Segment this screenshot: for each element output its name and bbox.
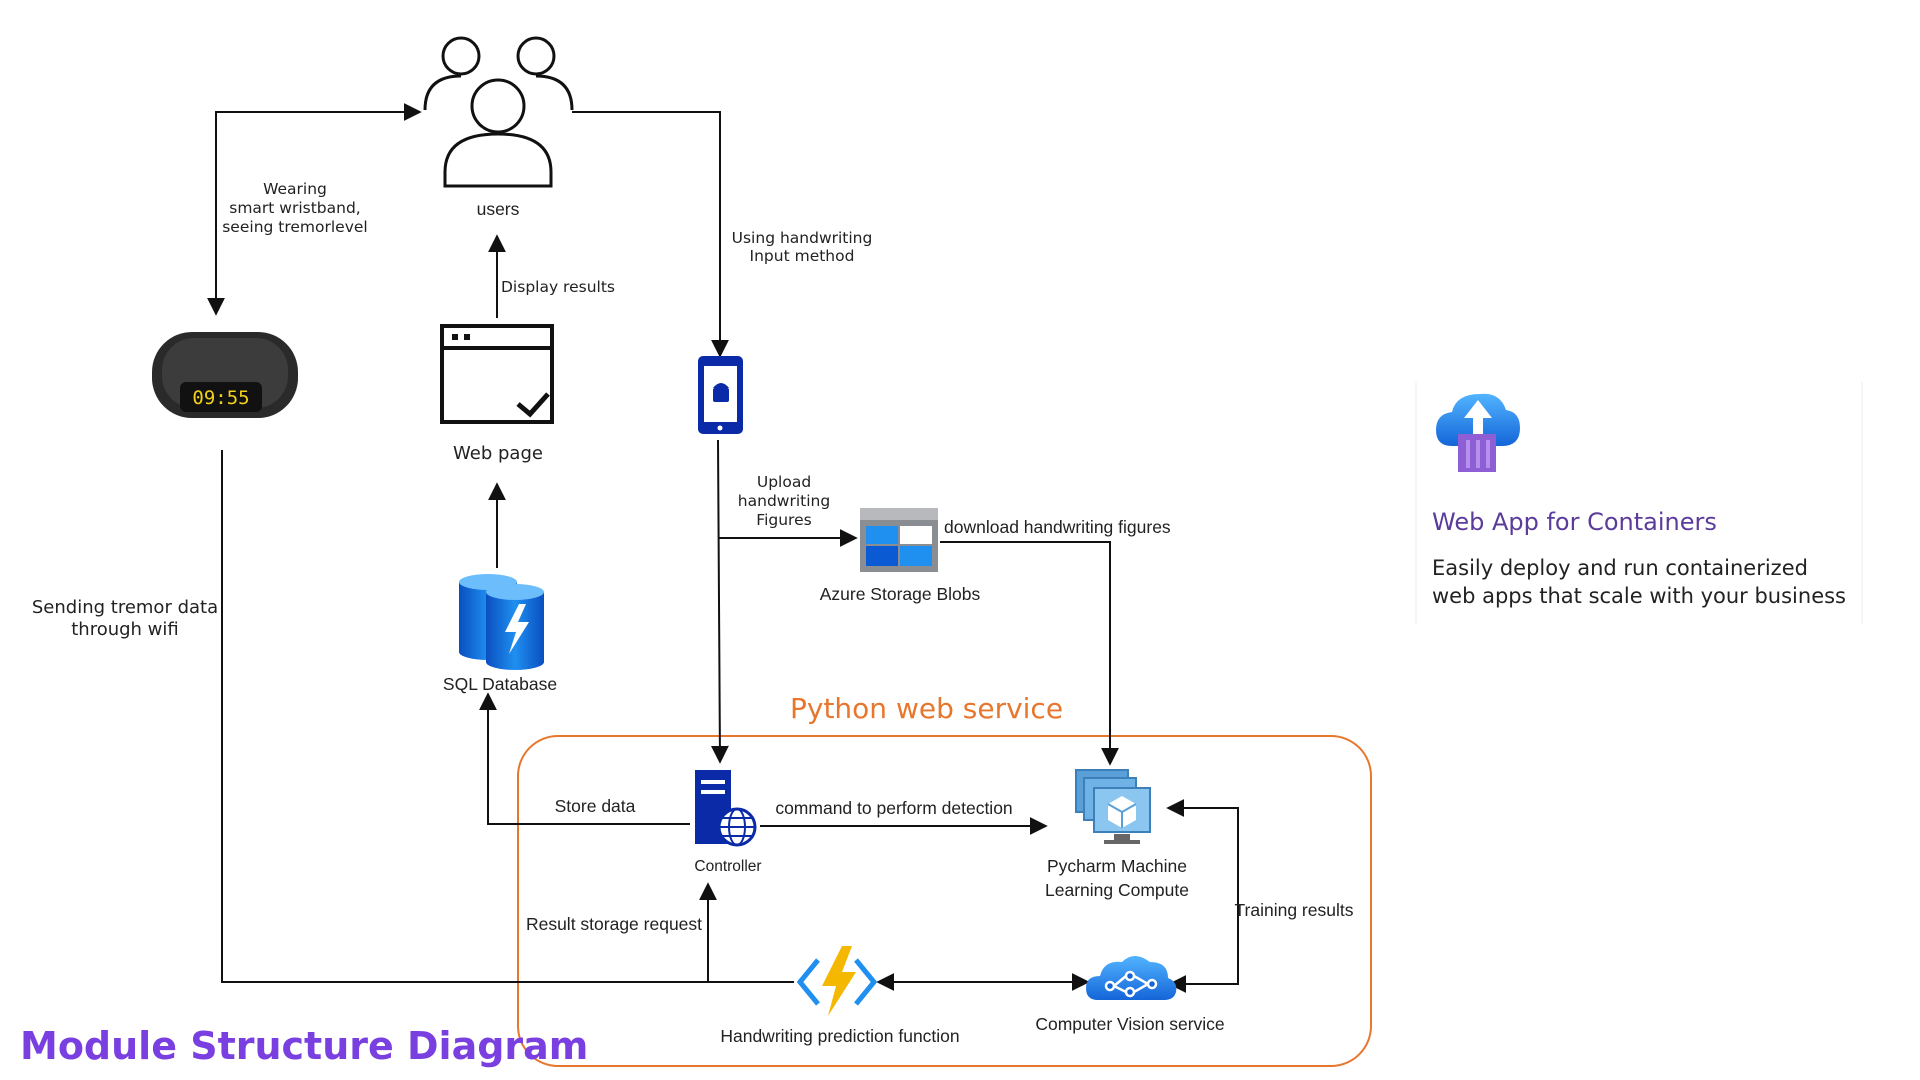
edge-wristband-prediction xyxy=(221,450,794,983)
android-phone-icon xyxy=(698,356,743,434)
edge-label-training-results: Training results xyxy=(1234,900,1354,920)
card-desc-line-1: Easily deploy and run containerized xyxy=(1432,556,1808,580)
edge-label-upload-2: handwriting xyxy=(737,492,831,510)
edge-vision-ml-training xyxy=(1166,799,1239,993)
edge-users-wristband xyxy=(207,103,422,316)
edge-label-display-results: Display results xyxy=(501,278,615,296)
ml-compute-icon xyxy=(1075,769,1151,844)
edge-controller-sql xyxy=(479,692,690,825)
edge-label-wearing-1: Wearing xyxy=(263,180,327,198)
card-desc: Easily deploy and run containerized web … xyxy=(1432,554,1846,610)
edge-storage-ml xyxy=(940,541,1119,766)
python-web-service-group xyxy=(517,735,1372,1067)
sql-database-label: SQL Database xyxy=(442,674,558,694)
edge-label-sending-tremor-2: through wifi xyxy=(71,619,179,640)
controller-server-icon xyxy=(695,770,757,847)
edge-label-upload-3: Figures xyxy=(756,511,812,529)
edge-label-result-storage: Result storage request xyxy=(525,914,703,934)
edges xyxy=(207,103,1239,993)
smart-wristband-icon: 09:55 xyxy=(152,332,298,418)
edge-label-command-detection: command to perform detection xyxy=(775,798,1013,818)
azure-function-icon xyxy=(796,946,878,1016)
edge-label-download: download handwriting figures xyxy=(944,517,1171,537)
sql-database-icon xyxy=(459,574,544,670)
azure-storage-blobs-icon xyxy=(860,508,938,572)
web-app-containers-icon xyxy=(1436,393,1520,472)
edge-label-wearing-3: seeing tremorlevel xyxy=(222,218,368,236)
users-label: users xyxy=(476,199,520,219)
users-icon xyxy=(423,36,574,188)
python-web-service-label: Python web service xyxy=(790,692,1064,725)
edge-label-sending-tremor-1: Sending tremor data xyxy=(31,597,219,618)
diagram-title: Module Structure Diagram xyxy=(20,1024,589,1068)
edge-label-store-data: Store data xyxy=(554,796,636,816)
ml-compute-label-1: Pycharm Machine xyxy=(1046,856,1188,876)
azure-storage-label: Azure Storage Blobs xyxy=(819,584,981,604)
edge-users-phone xyxy=(572,111,729,358)
edge-label-using-handwriting-1: Using handwriting xyxy=(731,229,873,247)
computer-vision-icon xyxy=(1086,956,1177,1000)
ml-compute-label-2: Learning Compute xyxy=(1045,880,1189,900)
card-desc-line-2: web apps that scale with your business xyxy=(1432,584,1847,608)
edge-label-upload-1: Upload xyxy=(756,473,812,491)
card-title: Web App for Containers xyxy=(1432,508,1717,536)
web-page-label: Web page xyxy=(453,443,543,464)
prediction-function-label: Handwriting prediction function xyxy=(720,1026,960,1046)
edge-label-wearing-2: smart wristband, xyxy=(229,199,361,217)
edge-label-using-handwriting-2: Input method xyxy=(749,247,855,265)
edge-phone-controller xyxy=(710,439,729,764)
wristband-time: 09:55 xyxy=(192,387,249,409)
controller-label: Controller xyxy=(694,858,762,875)
vision-service-label: Computer Vision service xyxy=(1035,1014,1225,1034)
web-page-icon xyxy=(440,324,554,424)
